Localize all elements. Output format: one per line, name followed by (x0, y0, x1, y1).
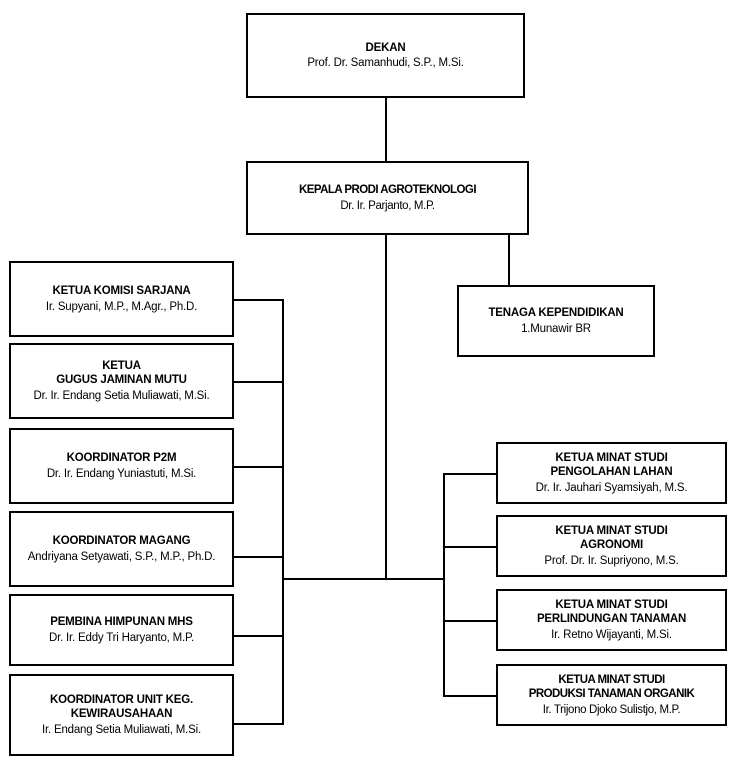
node-dekan-title: DEKAN (365, 41, 406, 54)
node-koordinator-unit-keg-title-line1: KOORDINATOR UNIT KEG. (50, 694, 193, 707)
connector-to-tenaga-kependidikan (508, 233, 510, 286)
right-group-bus (443, 473, 445, 697)
node-minat-studi-perlindungan-tanaman-title-line2: PERLINDUNGAN TANAMAN (536, 613, 687, 626)
node-ketua-komisi-sarjana[interactable]: KETUA KOMISI SARJANA Ir. Supyani, M.P., … (9, 261, 234, 337)
connector-right-item-3 (443, 620, 497, 622)
node-minat-studi-produksi-tanaman-organik-title-line1: KETUA MINAT STUDI (558, 674, 665, 687)
node-dekan[interactable]: DEKAN Prof. Dr. Samanhudi, S.P., M.Si. (246, 13, 525, 98)
node-minat-studi-agronomi-title-line1: KETUA MINAT STUDI (555, 525, 668, 538)
node-tenaga-kependidikan-name: 1.Munawir BR (521, 322, 591, 335)
connector-left-item-5 (232, 635, 284, 637)
node-pembina-himpunan-mhs[interactable]: PEMBINA HIMPUNAN MHS Dr. Ir. Eddy Tri Ha… (9, 594, 234, 666)
node-minat-studi-produksi-tanaman-organik[interactable]: KETUA MINAT STUDI PRODUKSI TANAMAN ORGAN… (496, 664, 727, 726)
node-minat-studi-pengolahan-lahan[interactable]: KETUA MINAT STUDI PENGOLAHAN LAHAN Dr. I… (496, 442, 727, 504)
node-minat-studi-perlindungan-tanaman-title-line1: KETUA MINAT STUDI (555, 599, 668, 612)
node-gugus-jaminan-mutu-title-line1: KETUA (102, 360, 141, 373)
node-minat-studi-agronomi[interactable]: KETUA MINAT STUDI AGRONOMI Prof. Dr. Ir.… (496, 515, 727, 577)
node-tenaga-kependidikan[interactable]: TENAGA KEPENDIDIKAN 1.Munawir BR (457, 285, 655, 357)
node-minat-studi-agronomi-name: Prof. Dr. Ir. Supriyono, M.S. (544, 554, 679, 567)
node-koordinator-unit-keg-kewirausahaan[interactable]: KOORDINATOR UNIT KEG. KEWIRAUSAHAAN Ir. … (9, 674, 234, 756)
connector-left-item-6 (232, 723, 284, 725)
node-pembina-himpunan-mhs-title: PEMBINA HIMPUNAN MHS (50, 616, 193, 629)
connector-left-item-3 (232, 466, 284, 468)
node-tenaga-kependidikan-title: TENAGA KEPENDIDIKAN (488, 307, 624, 320)
node-ketua-komisi-sarjana-name: Ir. Supyani, M.P., M.Agr., Ph.D. (45, 300, 198, 313)
node-koordinator-magang-name: Andriyana Setyawati, S.P., M.P., Ph.D. (27, 550, 216, 563)
node-pembina-himpunan-mhs-name: Dr. Ir. Eddy Tri Haryanto, M.P. (48, 631, 195, 644)
connector-right-item-2 (443, 546, 497, 548)
node-minat-studi-agronomi-title-line2: AGRONOMI (580, 539, 643, 552)
node-dekan-name: Prof. Dr. Samanhudi, S.P., M.Si. (307, 57, 464, 69)
node-kepala-prodi[interactable]: KEPALA PRODI AGROTEKNOLOGI Dr. Ir. Parja… (246, 161, 529, 235)
node-gugus-jaminan-mutu-name: Dr. Ir. Endang Setia Muliawati, M.Si. (33, 389, 210, 402)
node-ketua-komisi-sarjana-title: KETUA KOMISI SARJANA (52, 285, 191, 298)
node-koordinator-unit-keg-title-line2: KEWIRAUSAHAAN (70, 708, 173, 721)
node-koordinator-p2m-title: KOORDINATOR P2M (66, 452, 177, 465)
connector-kepala-prodi-spine (385, 233, 387, 580)
connector-right-item-4 (443, 695, 497, 697)
node-minat-studi-pengolahan-lahan-title-line2: PENGOLAHAN LAHAN (550, 466, 673, 479)
node-minat-studi-pengolahan-lahan-title-line1: KETUA MINAT STUDI (555, 452, 668, 465)
node-gugus-jaminan-mutu-title-line2: GUGUS JAMINAN MUTU (56, 374, 187, 387)
connector-dekan-to-kepala-prodi (385, 96, 387, 162)
left-group-bus (282, 299, 284, 724)
connector-left-item-2 (232, 381, 284, 383)
connector-left-bus-to-spine (282, 578, 387, 580)
connector-left-item-4 (232, 556, 284, 558)
node-minat-studi-produksi-tanaman-organik-name: Ir. Trijono Djoko Sulistjo, M.P. (542, 703, 681, 716)
node-minat-studi-perlindungan-tanaman-name: Ir. Retno Wijayanti, M.Si. (551, 628, 672, 641)
node-koordinator-p2m[interactable]: KOORDINATOR P2M Dr. Ir. Endang Yuniastut… (9, 428, 234, 504)
node-koordinator-magang[interactable]: KOORDINATOR MAGANG Andriyana Setyawati, … (9, 511, 234, 587)
node-minat-studi-pengolahan-lahan-name: Dr. Ir. Jauhari Syamsiyah, M.S. (535, 481, 688, 494)
node-minat-studi-produksi-tanaman-organik-title-line2: PRODUKSI TANAMAN ORGANIK (528, 688, 695, 701)
node-koordinator-magang-title: KOORDINATOR MAGANG (52, 535, 191, 548)
node-koordinator-unit-keg-name: Ir. Endang Setia Muliawati, M.Si. (42, 723, 201, 736)
connector-right-item-1 (443, 473, 497, 475)
connector-right-bus-to-spine (385, 578, 445, 580)
node-minat-studi-perlindungan-tanaman[interactable]: KETUA MINAT STUDI PERLINDUNGAN TANAMAN I… (496, 589, 727, 651)
node-kepala-prodi-title: KEPALA PRODI AGROTEKNOLOGI (299, 184, 477, 197)
node-kepala-prodi-name: Dr. Ir. Parjanto, M.P. (340, 199, 435, 212)
node-koordinator-p2m-name: Dr. Ir. Endang Yuniastuti, M.Si. (46, 467, 197, 480)
connector-left-item-1 (232, 299, 284, 301)
node-gugus-jaminan-mutu[interactable]: KETUA GUGUS JAMINAN MUTU Dr. Ir. Endang … (9, 343, 234, 419)
